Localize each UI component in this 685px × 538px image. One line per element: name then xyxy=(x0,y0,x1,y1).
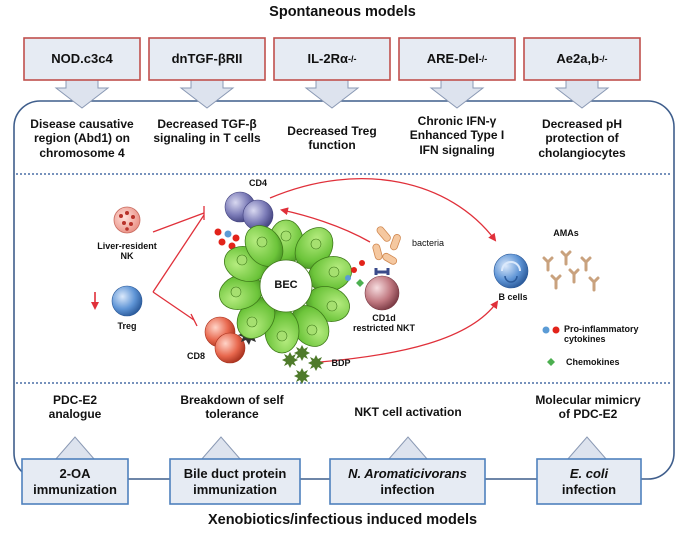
model-dntgf-label: dnTGF-βRII xyxy=(171,51,243,67)
amas-label: AMAs xyxy=(553,228,579,238)
model-nod-c3c4-description: Disease causative region (Abd1) on chrom… xyxy=(30,117,134,160)
top-boxes xyxy=(23,37,641,81)
nkt-label: CD1d restricted NKT xyxy=(352,313,415,334)
model-nod-c3c4-label: NOD.c3c4 xyxy=(51,51,113,67)
model-ae2ab-label: Ae2a,b-/- xyxy=(556,51,608,67)
bottom-boxes xyxy=(21,458,642,505)
cd4-cells-graphic xyxy=(224,191,274,231)
model-ecoli-description: Molecular mimicry of PDC-E2 xyxy=(535,393,641,422)
nk-label: Liver-resident NK xyxy=(97,241,157,262)
cd8-label: CD8 xyxy=(186,351,205,361)
model-il2ra-label: IL-2Rα-/- xyxy=(307,51,357,67)
bdp-graphic xyxy=(282,345,324,384)
nk-cell-graphic xyxy=(113,206,141,234)
model-are-del-label: ARE-Del-/- xyxy=(426,51,488,67)
model-bile-duct-label: Bile duct protein immunization xyxy=(183,465,287,497)
legend-markers xyxy=(542,326,560,366)
model-bile-duct-description: Breakdown of self tolerance xyxy=(180,393,284,422)
bdp-label: BDP xyxy=(331,358,351,368)
legend-cytokines-label: Pro-inflammatory cytokines xyxy=(564,324,639,345)
model-2oa-description: PDC-E2 analogue xyxy=(48,393,102,422)
legend-chemokines-label: Chemokines xyxy=(566,357,620,367)
treg-cell-graphic xyxy=(111,285,143,317)
model-naromaticivorans-description: NKT cell activation xyxy=(354,405,462,419)
nkt-cytokines xyxy=(345,260,365,287)
bec-label: BEC xyxy=(274,279,298,291)
top-arrows xyxy=(54,77,610,109)
bacteria-label: bacteria xyxy=(411,238,445,248)
treg-label: Treg xyxy=(117,321,137,331)
model-il2ra-description: Decreased Treg function xyxy=(287,124,377,153)
nkt-cell-graphic xyxy=(364,268,400,311)
model-2oa-label: 2-OA immunization xyxy=(33,465,117,497)
amas-graphic xyxy=(542,250,600,292)
model-are-del-description: Chronic IFN-γ Enhanced Type I IFN signal… xyxy=(409,114,505,157)
bacteria-graphic xyxy=(372,226,401,265)
footer-title: Xenobiotics/infectious induced models xyxy=(207,512,478,528)
b-cell-graphic xyxy=(493,253,529,289)
bec-nuclei xyxy=(230,230,340,342)
cd4-label: CD4 xyxy=(248,178,267,188)
header-title: Spontaneous models xyxy=(269,4,416,20)
model-dntgf-description: Decreased TGF-β signaling in T cells xyxy=(153,117,261,146)
model-ae2ab-description: Decreased pH protection of cholangiocyte… xyxy=(538,117,626,160)
bcells-label: B cells xyxy=(498,292,528,302)
bec-lumen xyxy=(259,259,313,313)
interaction-lines xyxy=(152,177,499,363)
